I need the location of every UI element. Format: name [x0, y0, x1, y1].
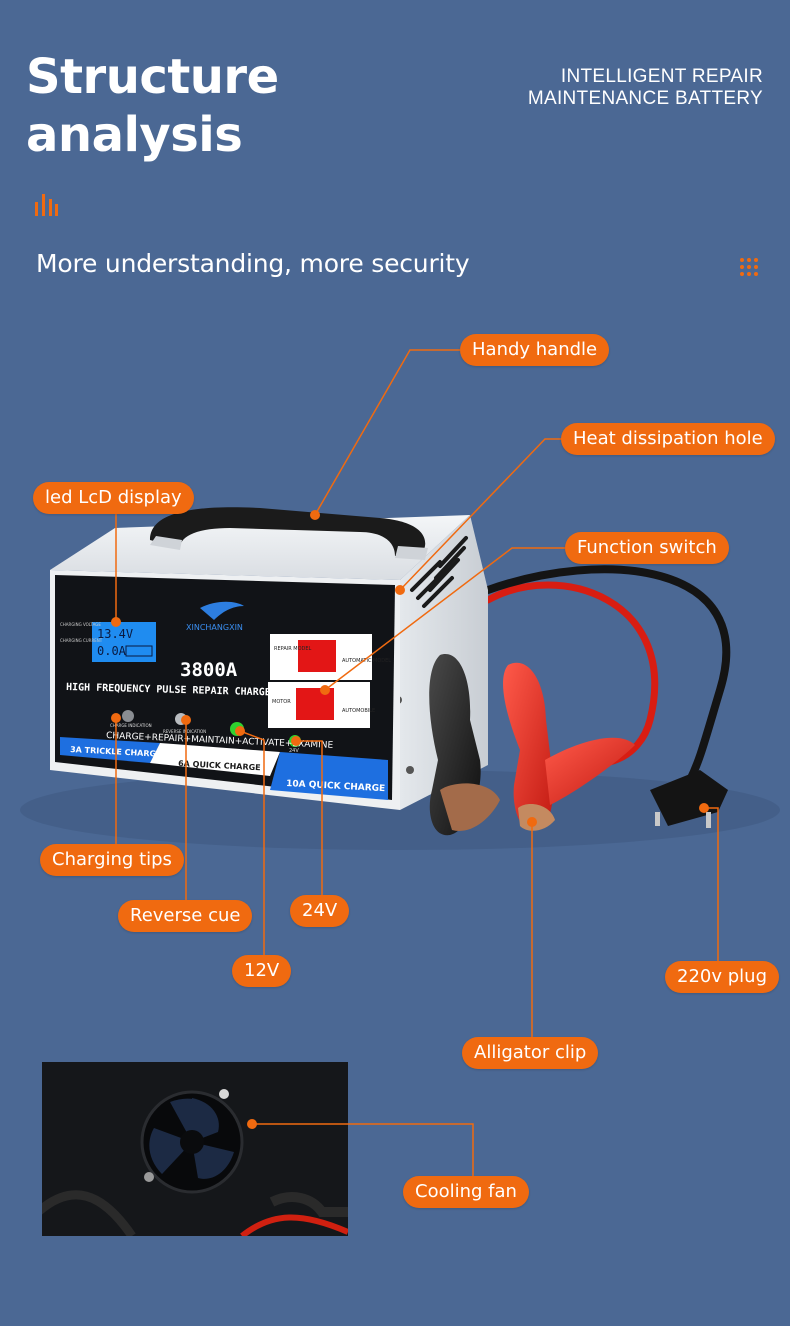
lcd-screen [92, 622, 156, 662]
dots-grid-icon [740, 258, 758, 276]
brand-logo [200, 601, 244, 620]
lcd-voltage: 13.4V [97, 627, 133, 641]
callout-cooling-fan: Cooling fan [403, 1176, 529, 1208]
panel-voltage-label: CHARGING VOLTAGE [60, 622, 101, 627]
svg-text:REVERSE INDICATION: REVERSE INDICATION [163, 729, 206, 734]
lcd-current: 0.0A [97, 644, 127, 658]
svg-text:MOTOR: MOTOR [272, 699, 291, 705]
charger-illustration: 13.4V 0.0A CHARGING VOLTAGE CHARGING CUR… [20, 349, 780, 1038]
callout-function-switch: Function switch [565, 532, 729, 564]
bars-icon [35, 194, 58, 216]
callout-24v: 24V [290, 895, 350, 927]
cooling-fan-photo [42, 1062, 348, 1236]
model-name: 3800A [180, 659, 238, 681]
brand-name: XINCHANGXIN [186, 623, 243, 632]
tagline-line-1: INTELLIGENT REPAIR [560, 66, 763, 87]
callout-led-display: led LcD display [33, 482, 194, 514]
callout-220v-plug: 220v plug [665, 961, 779, 993]
black-cable [484, 565, 731, 784]
handle [150, 507, 426, 556]
callout-handy-handle: Handy handle [460, 334, 610, 366]
svg-text:CHARGE INDICATION: CHARGE INDICATION [110, 723, 152, 728]
subtitle: More understanding, more security [36, 249, 470, 278]
plug [650, 770, 728, 828]
callout-12v: 12V [232, 955, 292, 987]
page-title: Structure analysis [26, 48, 279, 164]
callout-charging-tips: Charging tips [40, 844, 184, 876]
callout-heat-dissipation-hole: Heat dissipation hole [561, 423, 775, 455]
title-line-1: Structure [26, 49, 279, 105]
callout-alligator-clip: Alligator clip [462, 1037, 599, 1069]
black-alligator-clip [429, 654, 500, 836]
svg-text:REPAIR MODEL: REPAIR MODEL [274, 646, 312, 652]
svg-text:AUTOMOBILE: AUTOMOBILE [342, 708, 375, 714]
panel-current-label: CHARGING CURRENT [60, 638, 103, 643]
title-line-2: analysis [26, 107, 243, 163]
red-alligator-clip [503, 662, 635, 831]
callout-reverse-cue: Reverse cue [118, 900, 253, 932]
svg-text:AUTOMATIC MODEL: AUTOMATIC MODEL [342, 658, 391, 664]
tagline-line-2: MAINTENANCE BATTERY [527, 88, 763, 109]
tagline: INTELLIGENT REPAIR MAINTENANCE BATTERY [528, 66, 763, 110]
svg-text:6A QUICK CHARGE: 6A QUICK CHARGE [178, 759, 261, 772]
svg-text:24V: 24V [289, 748, 299, 754]
